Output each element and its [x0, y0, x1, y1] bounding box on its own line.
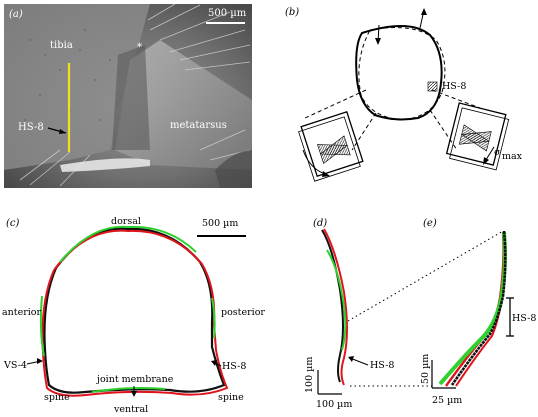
trace-black-c: [43, 227, 226, 394]
label-metatarsus: metatarsus: [170, 120, 227, 131]
label-joint-membrane: joint membrane: [96, 374, 174, 385]
label-spine-left: spine: [44, 392, 70, 403]
trace-green-c-top: [59, 225, 197, 263]
label-tibia: tibia: [50, 40, 73, 51]
panel-c-letter: (c): [6, 218, 20, 229]
label-sigma-max: max: [502, 151, 523, 162]
trace-green-c-left: [39, 295, 45, 357]
label-anterior: anterior: [2, 307, 42, 318]
tibia-outline-dashed: [358, 27, 446, 121]
panel-d-letter: (d): [313, 218, 327, 229]
label-posterior: posterior: [221, 307, 265, 318]
label-hs8-b: HS-8: [442, 81, 466, 92]
arrowhead-b-leftbox: [322, 171, 330, 177]
trace-red-d: [323, 228, 348, 386]
panel-a: (a) 500 µm tibia * HS-8 metatarsus: [4, 4, 252, 188]
slit-box-left: [298, 111, 364, 182]
label-dorsal: dorsal: [111, 216, 141, 227]
label-vs4: VS-4: [3, 360, 27, 371]
trace-black-e: [450, 230, 507, 386]
sem-texture: [4, 4, 252, 188]
label-ventral: ventral: [113, 404, 148, 415]
trace-green-c-bottom: [91, 387, 166, 393]
trace-green-d: [326, 249, 347, 351]
trace-green-c-right: [211, 297, 216, 339]
arrowhead-b-top: [421, 8, 427, 15]
label-star: *: [137, 42, 142, 53]
panel-e-scale-h-label: 25 µm: [432, 395, 462, 406]
zoom-connector-top: [347, 230, 504, 322]
arrowhead-b-rightbox: [483, 157, 489, 165]
panel-c: (c) 500 µm dorsal anterior posterior VS-…: [2, 216, 265, 415]
panel-c-scale-label: 500 µm: [202, 218, 238, 229]
panel-d-scale-h-label: 100 µm: [316, 399, 352, 410]
connector-lines-b: [304, 89, 481, 151]
arrowhead-hs8-a: [59, 129, 66, 134]
panel-e-letter: (e): [423, 218, 437, 229]
arrowhead-hs8-d: [348, 356, 354, 362]
panel-d: (d) HS-8 100 µm 100 µm: [304, 218, 394, 410]
trace-red-e: [445, 231, 505, 387]
panel-b-letter: (b): [285, 7, 299, 18]
panel-b: (b) HS-8: [285, 7, 523, 182]
arrowhead-vs4: [37, 358, 43, 364]
panel-a-scale-label: 500 µm: [208, 8, 247, 19]
hs8-sensor-b: [427, 81, 438, 92]
panel-a-letter: (a): [9, 9, 23, 20]
arrowhead-joint-membrane: [131, 391, 137, 397]
panel-e: (e) HS-8 50 µm 25 µm: [420, 218, 536, 406]
tibia-outline-solid: [355, 24, 443, 121]
label-sigma: σ: [494, 147, 501, 158]
panel-d-scale-v-label: 100 µm: [304, 357, 315, 393]
label-hs8-e: HS-8: [512, 313, 536, 324]
arrowhead-hs8-c: [211, 360, 217, 366]
label-hs8-a: HS-8: [18, 122, 44, 133]
trace-black-d: [321, 229, 344, 383]
slit-box-right: [445, 102, 510, 171]
label-hs8-d: HS-8: [370, 360, 394, 371]
arrow-hs8-d: [349, 357, 369, 366]
label-spine-right: spine: [218, 392, 244, 403]
trace-red-c: [41, 229, 229, 397]
arrowhead-b-left: [375, 38, 381, 45]
label-hs8-c: HS-8: [222, 361, 246, 372]
panel-e-scale-v-label: 50 µm: [420, 354, 431, 384]
